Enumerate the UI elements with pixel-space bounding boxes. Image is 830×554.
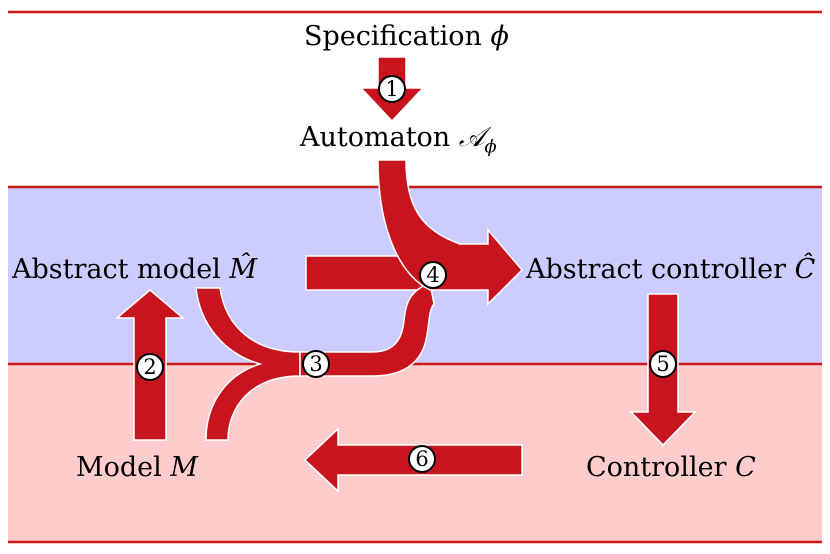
- specification-label: Specification ϕ: [304, 23, 509, 50]
- arrow-abstraction-merge: [195, 287, 301, 441]
- step-number-1: 1: [385, 77, 398, 101]
- automaton-label: Automaton 𝒜ϕ: [300, 124, 497, 156]
- step-marker-6: 6: [408, 445, 436, 473]
- specification-text: Specification: [304, 21, 491, 52]
- step-marker-1: 1: [378, 75, 406, 103]
- step-number-5: 5: [656, 352, 669, 376]
- abstract-controller-label: Abstract controller Ĉ: [526, 256, 815, 283]
- step-number-4: 4: [426, 263, 439, 287]
- model-symbol: M: [170, 452, 199, 483]
- arrow-automaton-to-synthesis: [377, 159, 524, 306]
- model-text: Model: [76, 452, 171, 483]
- step-marker-3: 3: [302, 350, 330, 378]
- step-number-3: 3: [309, 352, 322, 376]
- abstract-controller-symbol: Ĉ: [794, 254, 816, 285]
- model-label: Model M: [76, 454, 198, 481]
- step-marker-5: 5: [649, 350, 677, 378]
- step-number-2: 2: [143, 355, 156, 379]
- step-marker-2: 2: [136, 353, 164, 381]
- automaton-symbol: 𝒜: [458, 122, 485, 153]
- automaton-text: Automaton: [300, 122, 459, 153]
- automaton-subscript: ϕ: [484, 136, 497, 158]
- abstract-model-label: Abstract model M̂: [12, 256, 257, 283]
- abstract-model-text: Abstract model: [12, 254, 230, 285]
- step-number-6: 6: [415, 447, 428, 471]
- abstract-model-symbol: M̂: [229, 254, 258, 285]
- controller-symbol: C: [735, 452, 756, 483]
- abstract-controller-text: Abstract controller: [526, 254, 795, 285]
- specification-symbol: ϕ: [490, 21, 509, 52]
- step-marker-4: 4: [419, 261, 447, 289]
- arrow-abstraction-to-synthesis: [299, 281, 435, 377]
- controller-text: Controller: [586, 452, 736, 483]
- controller-label: Controller C: [586, 454, 756, 481]
